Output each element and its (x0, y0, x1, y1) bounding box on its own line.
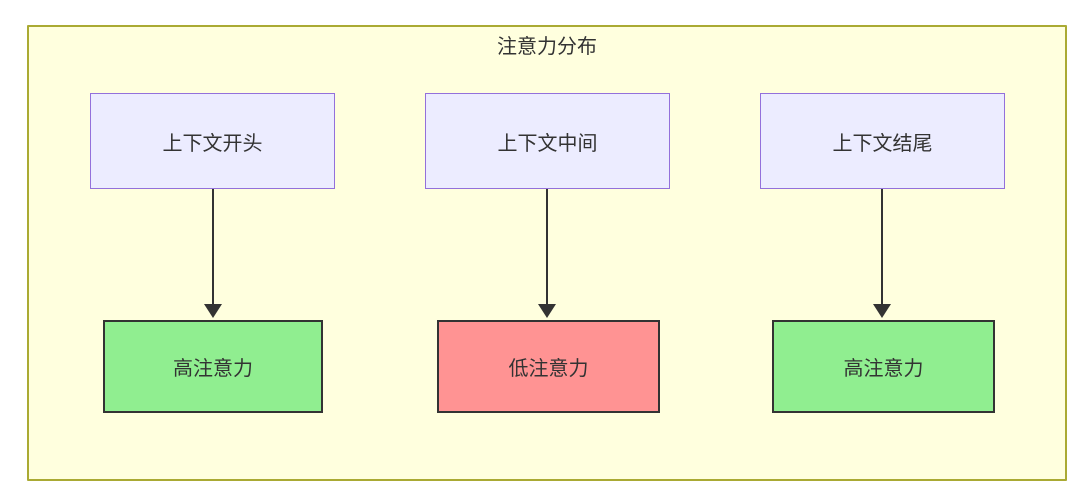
diagram-title: 注意力分布 (497, 36, 597, 58)
node-context-middle: 上下文中间 (425, 93, 670, 189)
node-context-end: 上下文结尾 (760, 93, 1005, 189)
arrow-shaft (546, 189, 548, 305)
arrow-head-icon (873, 304, 891, 318)
node-high-attention-end: 高注意力 (772, 320, 995, 413)
flow-arrow-down (873, 189, 891, 318)
node-low-attention-middle: 低注意力 (437, 320, 660, 413)
arrow-head-icon (204, 304, 222, 318)
flow-arrow-down (538, 189, 556, 318)
node-high-attention-start: 高注意力 (103, 320, 323, 413)
arrow-shaft (881, 189, 883, 305)
node-context-start: 上下文开头 (90, 93, 335, 189)
arrow-head-icon (538, 304, 556, 318)
arrow-shaft (212, 189, 214, 305)
flow-arrow-down (204, 189, 222, 318)
